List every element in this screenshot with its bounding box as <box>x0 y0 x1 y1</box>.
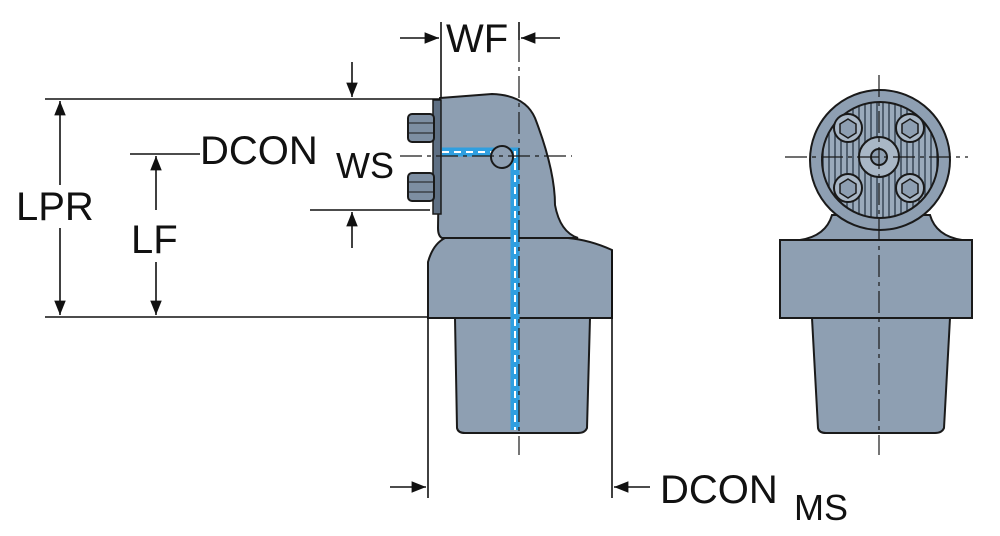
side-face-plate <box>432 99 442 215</box>
side-view <box>400 40 613 455</box>
side-screw-upper <box>407 113 435 143</box>
dconms-subscript: MS <box>794 487 848 528</box>
coolant-channel <box>442 145 520 430</box>
dimensions <box>45 22 650 498</box>
lf-label: LF <box>131 218 178 262</box>
front-shank <box>810 317 952 434</box>
front-view <box>779 75 973 455</box>
side-shank <box>453 317 592 434</box>
dconws-subscript: WS <box>336 145 394 186</box>
front-flange <box>779 239 973 319</box>
front-screw-top-left <box>833 113 863 143</box>
side-screw-lower <box>407 172 435 202</box>
dconws-label: DCON <box>200 129 318 173</box>
lpr-label: LPR <box>16 185 94 229</box>
front-screw-bottom-left <box>833 173 863 203</box>
dconms-label: DCON <box>660 468 778 512</box>
front-screw-bottom-right <box>895 173 925 203</box>
wf-label: WF <box>446 17 508 61</box>
side-flange <box>427 237 613 319</box>
front-screw-top-right <box>895 113 925 143</box>
